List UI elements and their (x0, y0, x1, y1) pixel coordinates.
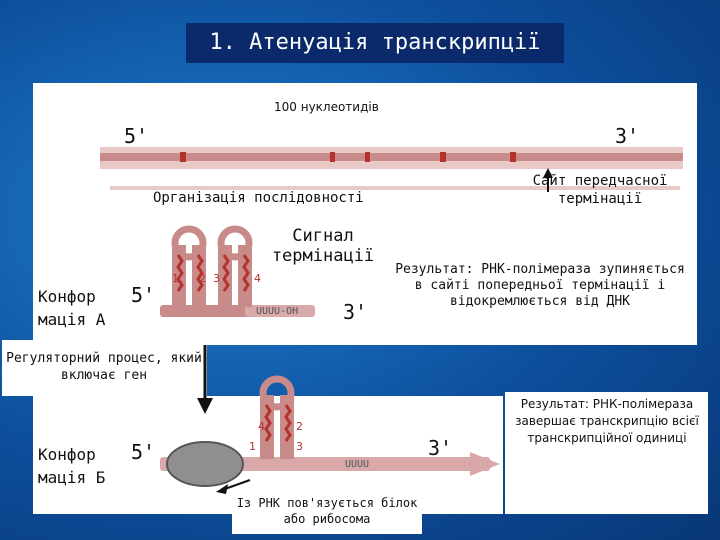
top-strand-marks (180, 152, 516, 162)
conf-b-tail: UUUU (345, 459, 370, 470)
result-b-panel (505, 392, 708, 514)
conf-a-strand-right (245, 305, 315, 317)
conf-a-loop-number: 3 (213, 272, 220, 285)
top-5-prime: 5' (124, 124, 149, 148)
conf-a-tail: UUUU-OH (256, 306, 299, 317)
protein-ribosome (166, 441, 244, 487)
conf-a-5-prime: 5' (131, 283, 156, 307)
binding-label: Із РНК пов'язується білок або рибосома (236, 496, 418, 526)
conf-b-5-prime: 5' (131, 440, 156, 464)
conf-b-loop-number: 2 (296, 420, 303, 433)
site-arrowhead (543, 168, 553, 178)
slide-title: 1. Атенуація транскрипції (186, 23, 564, 63)
conf-a-label-line2: мація А (38, 310, 106, 329)
regulatory-arrowhead (197, 398, 213, 414)
length-label: 100 нуклеотидів (274, 100, 379, 114)
binding-panel (232, 488, 422, 534)
conf-b-arrowhead (470, 452, 500, 476)
conf-b-hairpin (259, 375, 295, 459)
regulatory-panel (2, 340, 207, 396)
conf-a-loop-number: 1 (172, 272, 179, 285)
conf-a-loop-number: 2 (199, 272, 206, 285)
conf-a-result: Результат: РНК-полімераза зупиняється в … (395, 262, 685, 309)
conf-b-label-line1: Конфор (38, 445, 96, 464)
conf-a-label-line1: Конфор (38, 287, 96, 306)
site-label: Сайт передчасної термінації (532, 173, 668, 207)
regulatory-label: Регуляторний процес, який включає ген (6, 351, 202, 383)
top-strand (100, 153, 683, 161)
conf-b-result: Результат: РНК-полімераза завершає транс… (515, 397, 699, 445)
top-3-prime: 3' (615, 124, 640, 148)
conf-a-loop-number: 4 (254, 272, 261, 285)
conf-a-3-prime: 3' (343, 300, 368, 324)
organization-label: Організація послідовності (153, 190, 364, 206)
conf-b-loop-number: 1 (249, 440, 256, 453)
diagram-panel-a (33, 225, 697, 345)
conf-a-hairpin-2 (217, 225, 253, 307)
conf-b-3-prime: 3' (428, 436, 453, 460)
conf-b-loop-number: 3 (296, 440, 303, 453)
signal-label: Сигнал термінації (271, 226, 375, 266)
conf-b-label-line2: мація Б (38, 468, 106, 487)
conf-a-hairpin-1 (171, 225, 207, 307)
conf-b-loop-number: 4 (258, 420, 265, 433)
